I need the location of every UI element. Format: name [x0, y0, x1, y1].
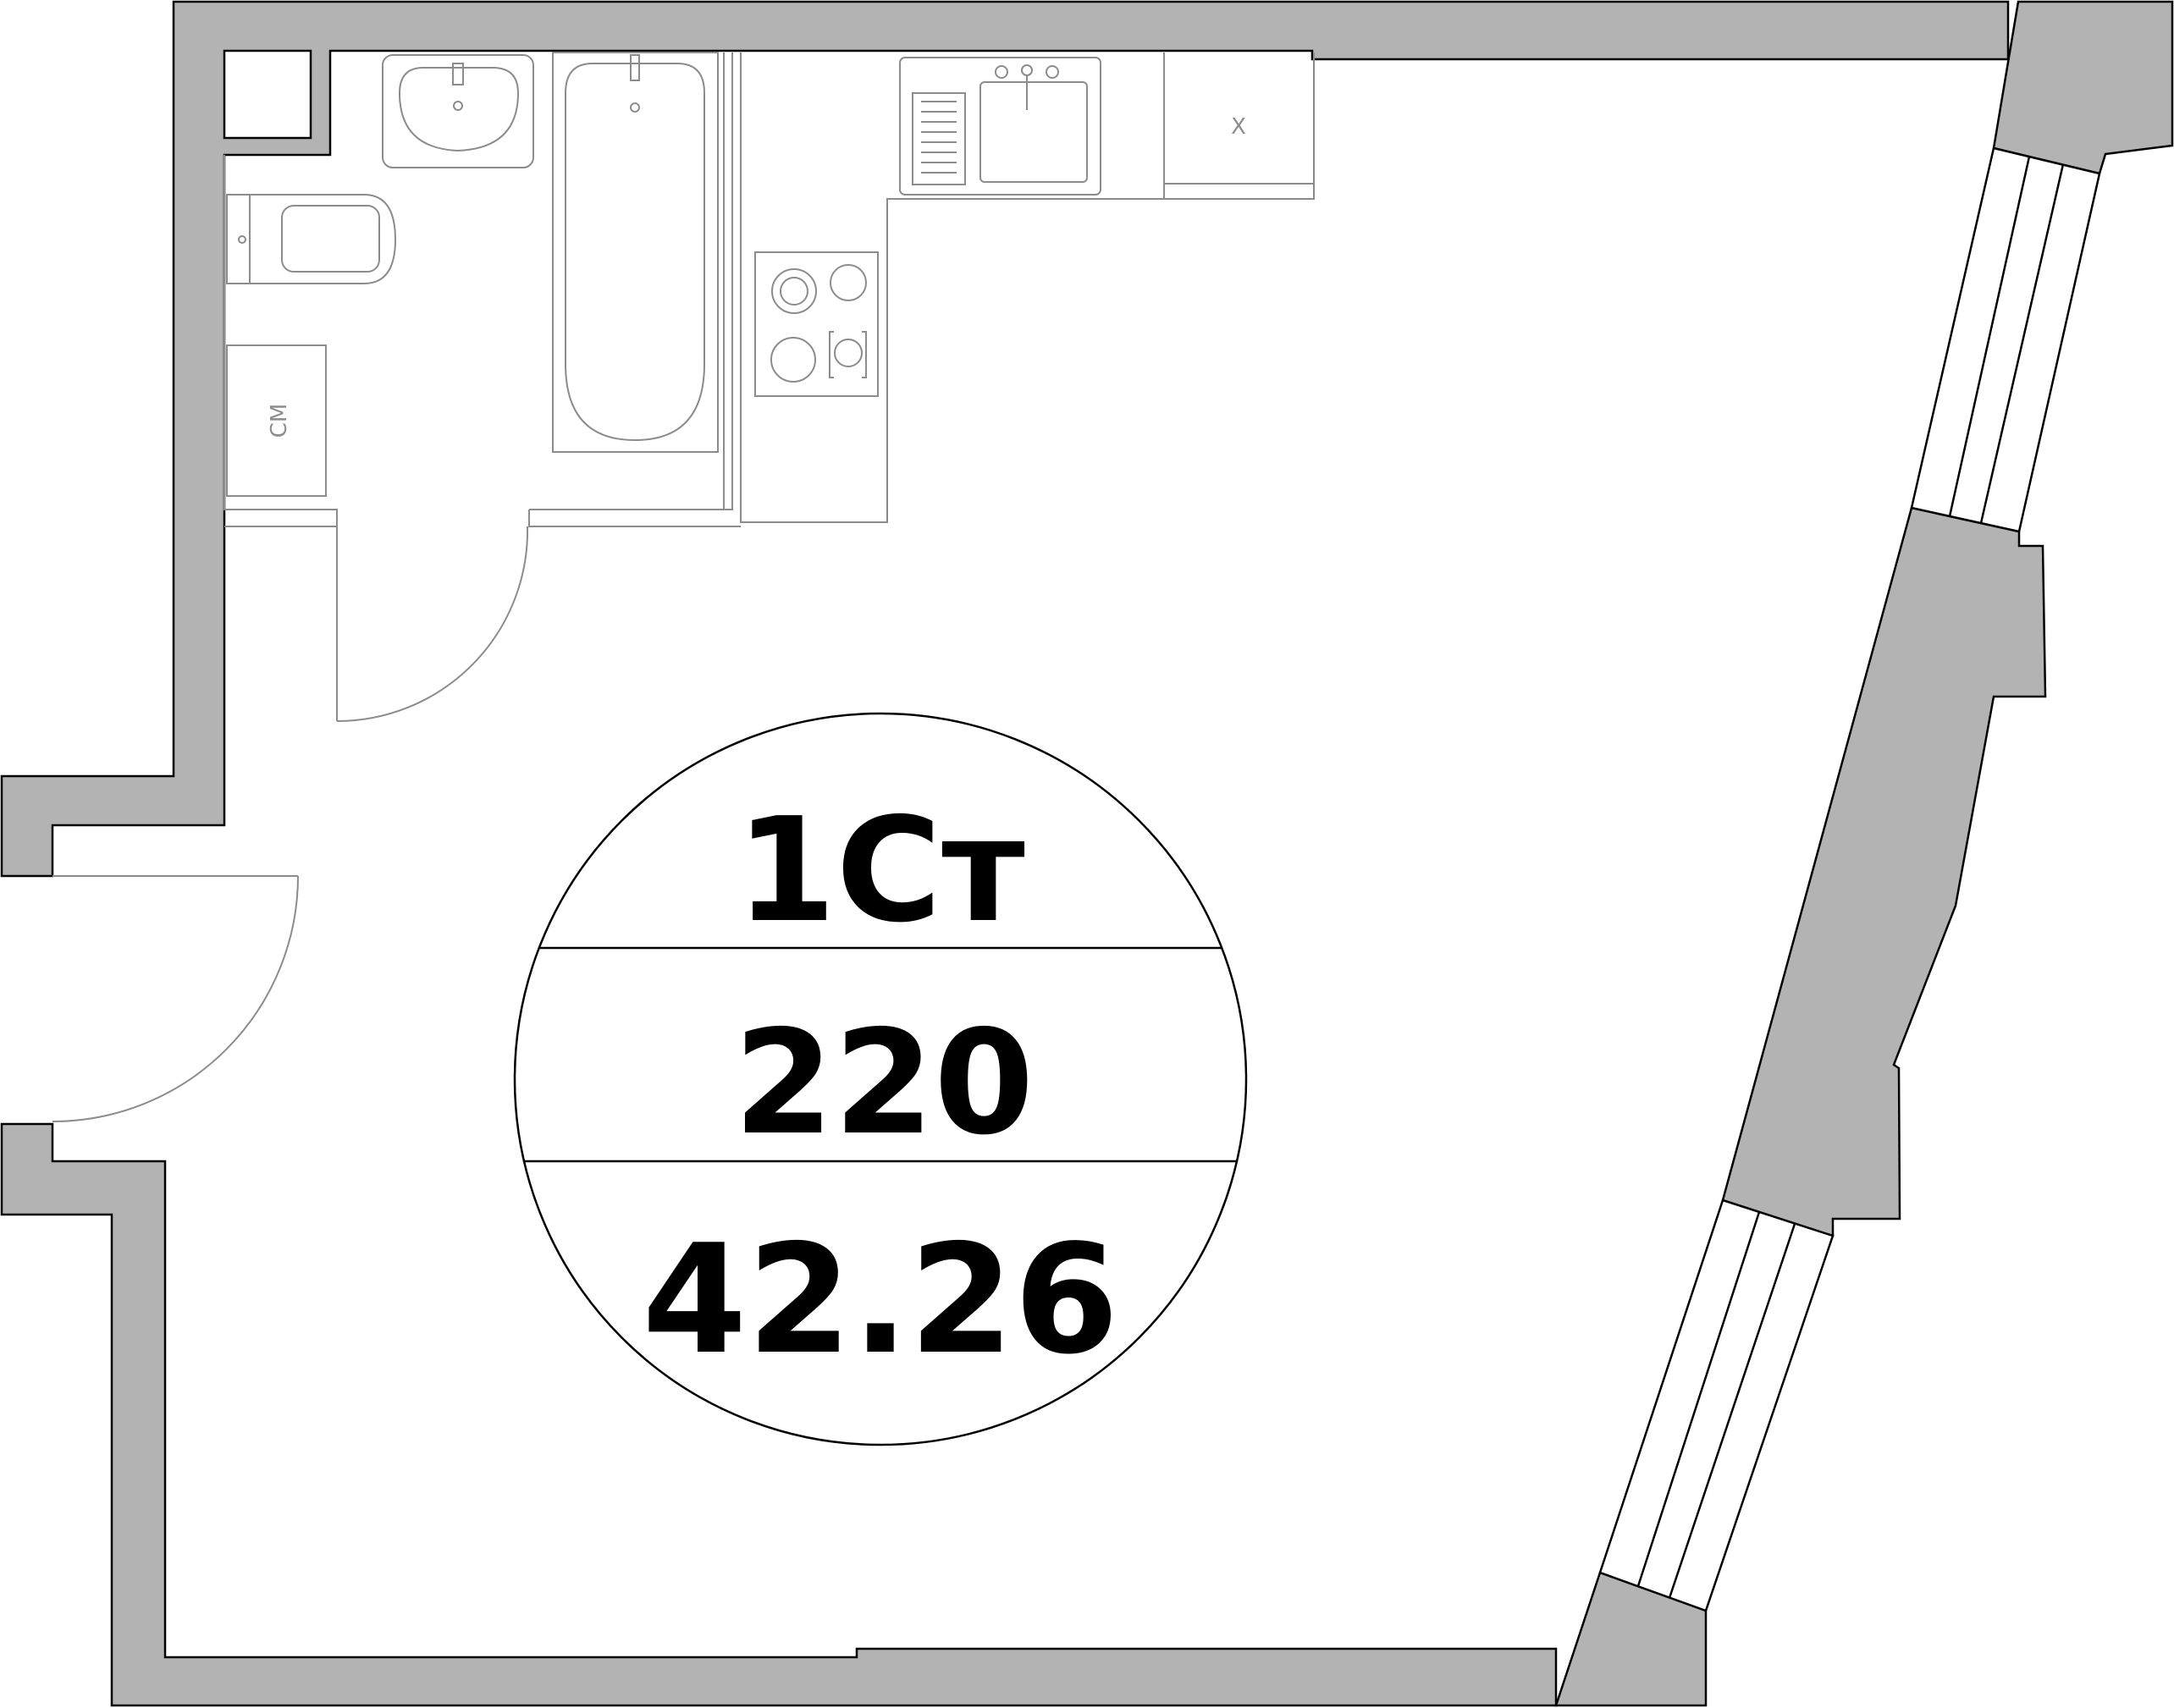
wall-top-right-pier [1992, 0, 2174, 175]
window-lower [1598, 1198, 1835, 1612]
window-upper [1910, 146, 2101, 533]
wall-right-pier [1721, 506, 2047, 1237]
entrance-door [52, 875, 299, 1122]
fixtures: СМ [226, 52, 1246, 497]
doors [52, 526, 529, 1122]
fridge-label: Х [1231, 114, 1246, 140]
apartment-type: 1Ст [736, 787, 1025, 955]
bathroom-door [336, 526, 529, 722]
stove-icon [754, 251, 879, 397]
bathtub-icon [552, 52, 719, 453]
shaft-box [223, 49, 312, 140]
windows [1598, 146, 2101, 1612]
apartment-info-badge: 1Ст 220 42.26 [513, 712, 1248, 1446]
washing-machine-label: СМ [267, 404, 292, 438]
apartment-area: 42.26 [642, 1212, 1118, 1387]
kitchen-sink-icon [899, 57, 1101, 196]
toilet-icon [226, 194, 397, 284]
interior-partitions [223, 52, 1315, 527]
apartment-number: 220 [734, 1000, 1035, 1167]
fridge-icon: Х [1231, 114, 1246, 140]
washing-machine-icon: СМ [226, 344, 327, 497]
washbasin-icon [382, 54, 534, 168]
badge-circle [513, 712, 1248, 1446]
wall-bottom-left [0, 1122, 1558, 1707]
